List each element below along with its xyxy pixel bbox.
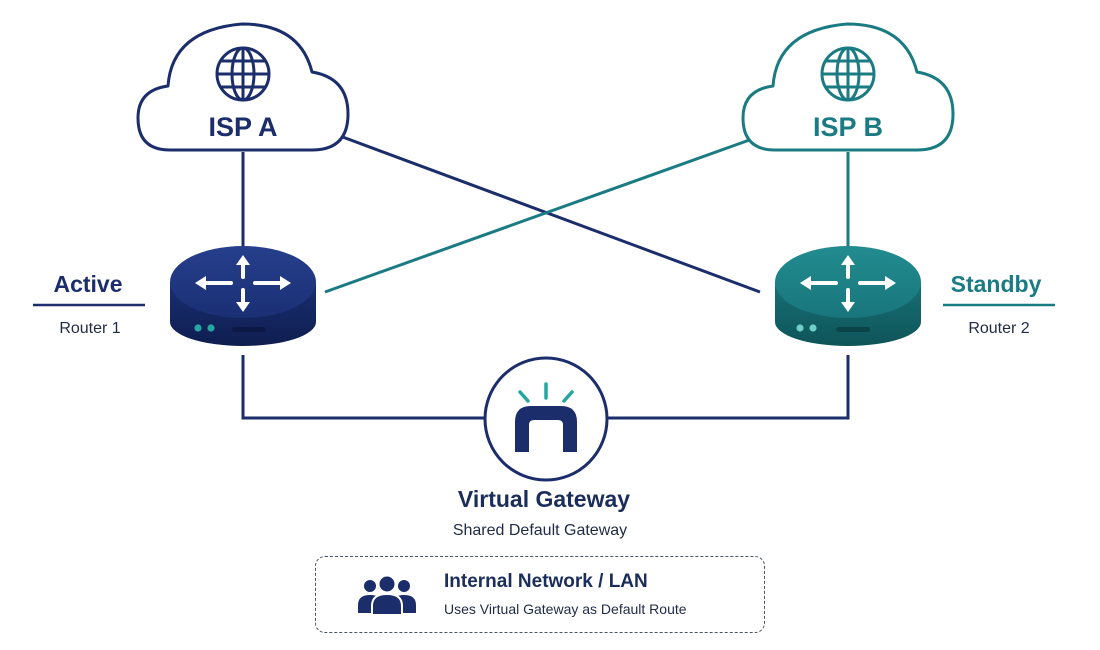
router-port (232, 327, 266, 332)
status-led (809, 324, 817, 332)
router-top (170, 246, 316, 318)
router-top (775, 246, 921, 318)
router-1-label-group: Active Router 1 (33, 271, 145, 337)
isp-b-label: ISP B (813, 112, 883, 142)
virtual-gateway: Virtual Gateway Shared Default Gateway (453, 356, 630, 539)
lan-box: Internal Network / LAN Uses Virtual Gate… (315, 556, 765, 633)
link-router-1-gateway (241, 355, 484, 420)
globe-icon (820, 46, 876, 102)
status-led (796, 324, 804, 332)
isp-a-cloud: ISP A (136, 22, 350, 152)
status-led (194, 324, 202, 332)
router-1 (170, 246, 316, 346)
isp-a-label: ISP A (208, 112, 277, 142)
router-arrows-icon (195, 255, 291, 312)
gateway-subtitle: Shared Default Gateway (453, 522, 627, 539)
router-port (836, 327, 870, 332)
router-2-name: Router 2 (968, 320, 1029, 337)
lan-title: Internal Network / LAN (444, 571, 648, 592)
router-1-name: Router 1 (59, 320, 120, 337)
gateway-arch-icon (515, 406, 577, 452)
link-router-2-gateway (608, 355, 850, 420)
gateway-signal-icon (518, 382, 574, 403)
router-1-role: Active (53, 271, 122, 297)
connections (241, 134, 850, 420)
link-isp-b-router-1 (324, 136, 756, 294)
router-arrows-icon (800, 255, 896, 312)
router-2-role: Standby (951, 271, 1042, 297)
link-isp-a-router-2 (339, 134, 761, 294)
isp-b-cloud: ISP B (741, 22, 955, 152)
router-2-label-group: Standby Router 2 (943, 271, 1055, 337)
gateway-title: Virtual Gateway (458, 486, 630, 512)
lan-subtitle: Uses Virtual Gateway as Default Route (444, 601, 687, 617)
globe-icon (215, 46, 271, 102)
status-led (207, 324, 215, 332)
users-group-icon (358, 576, 416, 615)
router-2 (775, 246, 921, 346)
